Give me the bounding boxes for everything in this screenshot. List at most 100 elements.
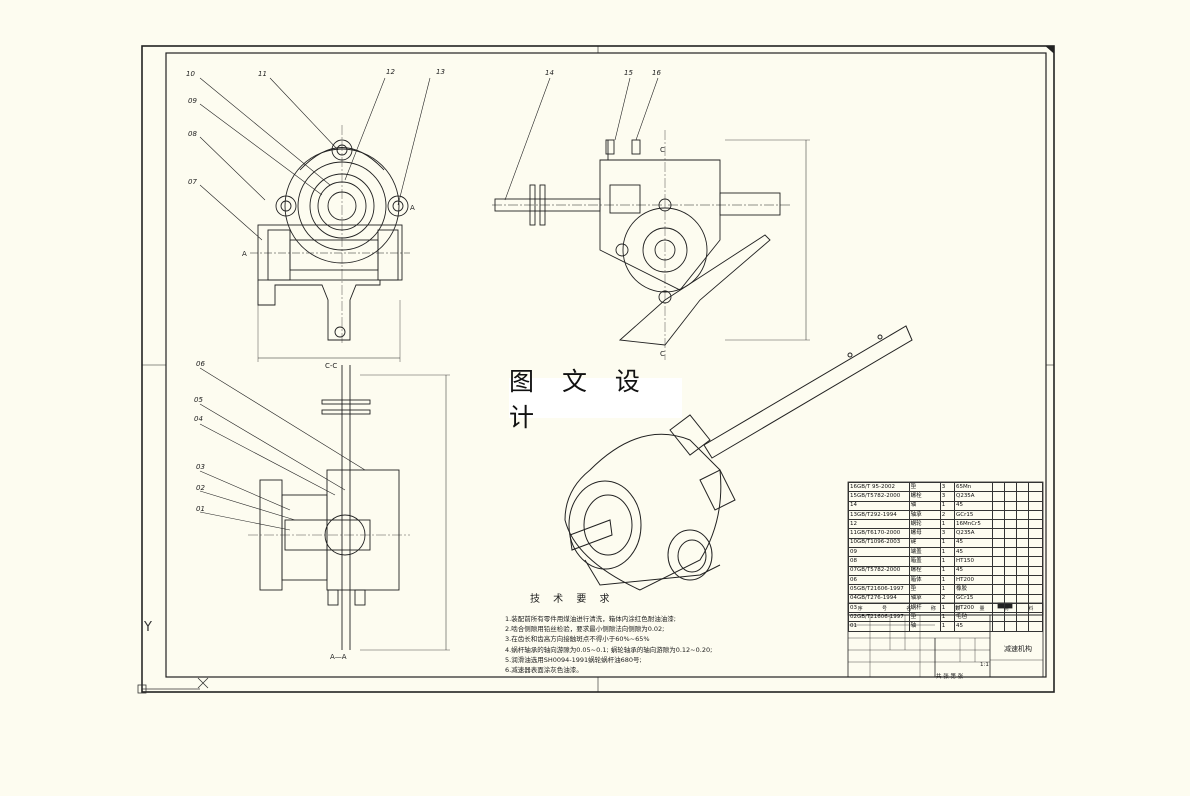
- bom-cell: [1028, 491, 1043, 502]
- callout-label: 02: [196, 484, 205, 492]
- bom-cell: 轴: [908, 621, 941, 632]
- tech-item: 1.装配前所有零件用煤油进行清洗，箱体内涂红色耐油油漆;: [505, 615, 676, 623]
- bom-header-cell: 材: [1003, 606, 1009, 612]
- tech-item: 6.减速器表面涂灰色油漆。: [505, 666, 583, 675]
- bom-cell: [1028, 556, 1043, 567]
- section-mark-c: C: [660, 146, 665, 154]
- bom-cell: 08: [848, 556, 910, 567]
- bom-cell: 键: [908, 537, 941, 549]
- callout-label: 14: [545, 69, 554, 77]
- callout-label: 10: [186, 70, 195, 78]
- bom-cell: 13GB/T292-1994: [848, 509, 910, 521]
- bom-header-cell: 称: [930, 606, 936, 612]
- callout-label: 09: [188, 97, 197, 105]
- bom-cell: 3: [939, 491, 955, 502]
- bom-cell: Q235A: [953, 491, 993, 502]
- bom-cell: 轴承: [908, 509, 941, 521]
- callout-label: 06: [196, 360, 205, 368]
- tech-requirements: 技 术 要 求 1.装配前所有零件用煤油进行清洗，箱体内涂红色耐油油漆; 2.啮…: [505, 590, 805, 675]
- bom-cell: 15GB/T5782-2000: [848, 491, 910, 502]
- bom-cell: [1003, 519, 1018, 530]
- callout-label: 05: [194, 396, 203, 404]
- bom-cell: 垫: [908, 584, 941, 595]
- bom-cell: [991, 621, 1005, 632]
- bom-cell: 16GB/T 95-2002: [848, 481, 910, 493]
- bom-header-cell: 名: [906, 606, 912, 612]
- bom-cell: 1: [939, 500, 955, 511]
- bom-cell: [991, 500, 1005, 511]
- bom-cell: 12: [848, 519, 910, 530]
- bom-header-cell: 量: [979, 606, 985, 612]
- bom-cell: [1016, 528, 1030, 539]
- bom-cell: 14: [848, 500, 910, 511]
- bom-cell: [1003, 491, 1018, 502]
- bom-cell: 09: [848, 547, 910, 558]
- bom-cell: 2: [939, 593, 955, 604]
- bom-cell: [991, 537, 1005, 549]
- bom-cell: 04GB/T276-1994: [848, 593, 910, 604]
- bom-cell: 箱体: [908, 574, 941, 586]
- bom-cell: [1016, 584, 1030, 595]
- callout-label: 03: [196, 463, 205, 471]
- bom-cell: [991, 528, 1005, 539]
- bom-cell: GCr15: [953, 593, 993, 604]
- bom-cell: [991, 565, 1005, 576]
- bom-cell: [1028, 537, 1043, 549]
- watermark-banner: 图 文 设 计: [509, 367, 682, 432]
- bom-cell: HT200: [953, 574, 993, 586]
- bom-cell: [991, 481, 1005, 493]
- bom-cell: [1016, 556, 1030, 567]
- bom-cell: [991, 593, 1005, 604]
- bom-cell: [1016, 537, 1030, 549]
- bom-cell: 蜗轮: [908, 519, 941, 530]
- bom-cell: 65Mn: [953, 481, 993, 493]
- callout-label: 12: [386, 68, 395, 76]
- bom-cell: 轴: [908, 500, 941, 511]
- bom-cell: [991, 584, 1005, 595]
- isometric-view: [564, 325, 913, 591]
- bom-cell: [1028, 584, 1043, 595]
- bom-header-cell: 序: [857, 606, 863, 612]
- bom-cell: [1003, 584, 1018, 595]
- bom-cell: 05GB/T21606-1997: [848, 584, 910, 595]
- bom-cell: 1: [939, 621, 955, 632]
- section-label-aa: A—A: [330, 653, 347, 661]
- bom-cell: 1: [939, 574, 955, 586]
- bom-cell: 11GB/T6170-2000: [848, 528, 910, 539]
- ucs-y-label: Y: [144, 620, 152, 635]
- bom-cell: [1028, 593, 1043, 604]
- bom-cell: 螺栓: [908, 491, 941, 502]
- bom-cell: Q235A: [953, 528, 993, 539]
- bom-cell: 螺母: [908, 528, 941, 539]
- view-side: [492, 130, 810, 360]
- sheet-info: 共 张 第 张: [936, 674, 964, 680]
- bom-cell: [1003, 528, 1018, 539]
- bom-cell: [1016, 519, 1030, 530]
- bom-cell: 橡胶: [953, 584, 993, 595]
- tech-item: 2.啮合侧隙用铅丝检验，要求最小侧隙法向侧隙为0.02;: [505, 625, 665, 634]
- bom-cell: [1016, 491, 1030, 502]
- sheet-border: [141, 45, 1055, 693]
- bom-cell: GCr15: [953, 509, 993, 521]
- bom-cell: [991, 491, 1005, 502]
- callout-label: 16: [652, 69, 661, 77]
- leader-lines-side: [504, 77, 659, 201]
- callout-label: 11: [258, 70, 267, 78]
- bom-cell: 01: [848, 621, 910, 632]
- bom-cell: 轴承: [908, 593, 941, 604]
- bom-header-cell: 料: [1028, 606, 1034, 612]
- bom-cell: [1003, 509, 1018, 521]
- bom-cell: 箱盖: [908, 556, 941, 567]
- bom-cell: [991, 509, 1005, 521]
- bom-cell: 螺栓: [908, 565, 941, 576]
- callout-label: 15: [624, 69, 633, 77]
